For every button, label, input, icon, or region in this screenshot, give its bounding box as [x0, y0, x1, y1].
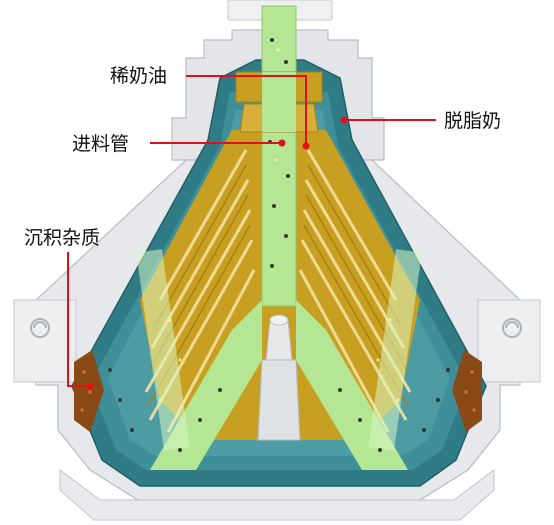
leader-lines	[67, 75, 436, 387]
label-feed-pipe: 进料管	[72, 133, 129, 155]
leader-dots	[86, 116, 348, 390]
brand-emblem-icon	[502, 318, 522, 338]
leader-cream	[186, 75, 307, 146]
outlet-head	[235, 71, 323, 133]
label-cream: 稀奶油	[110, 65, 167, 87]
sediment-deposits	[74, 350, 482, 432]
leader-sediment	[67, 252, 90, 387]
label-skim-milk: 脱脂奶	[444, 110, 501, 132]
particles	[108, 38, 450, 452]
milk-flow	[136, 5, 422, 470]
brand-emblem-icon	[30, 318, 50, 338]
label-sediment: 沉积杂质	[24, 227, 100, 249]
